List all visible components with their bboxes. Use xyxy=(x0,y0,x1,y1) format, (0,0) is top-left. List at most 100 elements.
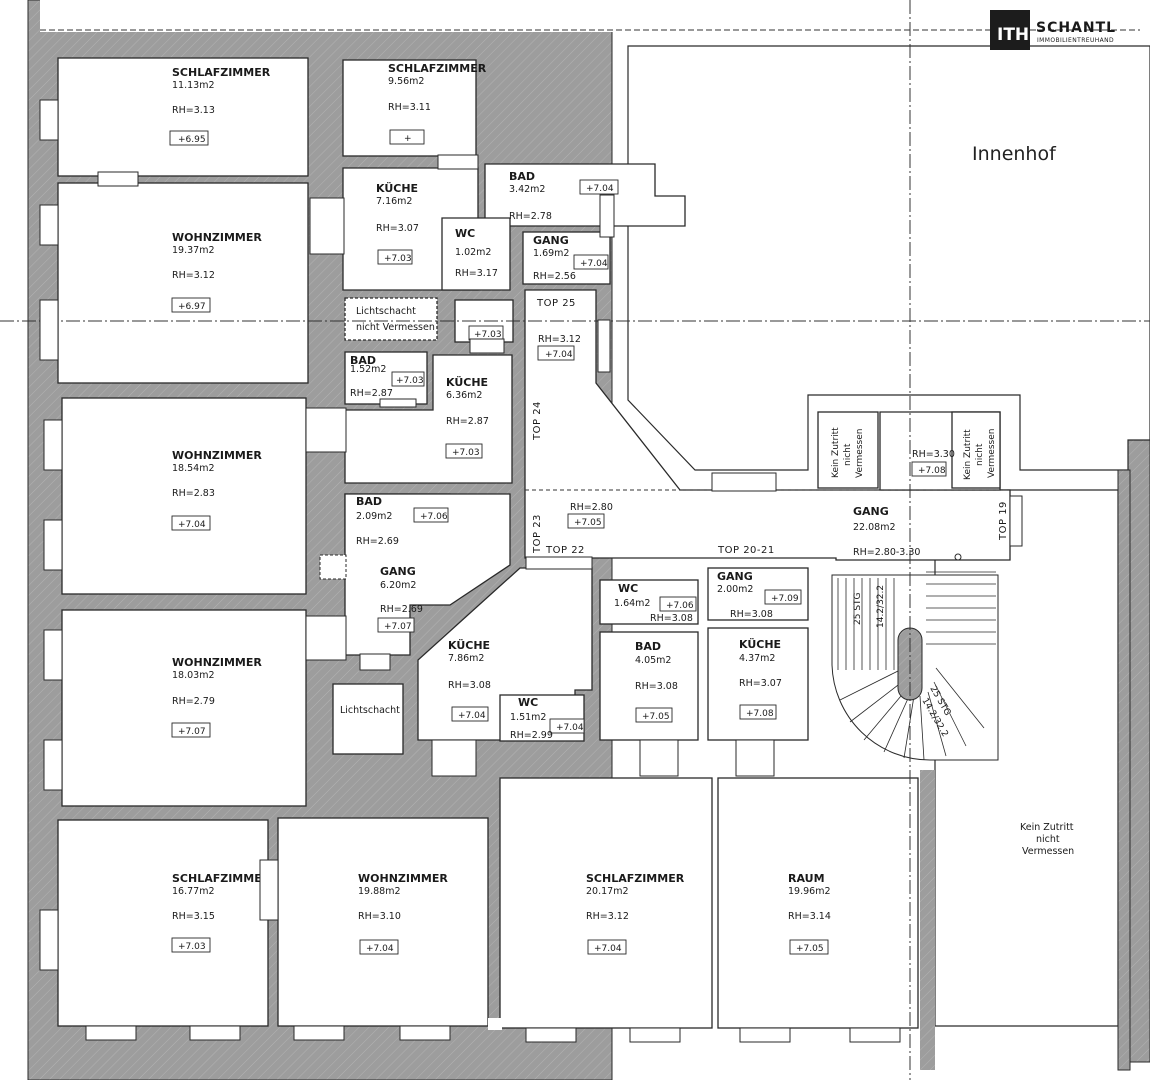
stair-count: 25 STG xyxy=(853,592,863,625)
room-level: +7.03 xyxy=(396,376,424,386)
openings xyxy=(39,99,1023,1043)
room-area: 19.88m2 xyxy=(358,886,401,897)
room-height: RH=3.15 xyxy=(172,911,215,922)
room-height: RH=3.08 xyxy=(730,609,773,620)
room-area: 2.09m2 xyxy=(356,511,392,522)
corridor-level: +7.05 xyxy=(574,518,602,528)
room-level: +7.03 xyxy=(384,254,412,264)
corridor-height: RH=3.30 xyxy=(912,449,955,460)
unit-label: TOP 25 xyxy=(536,298,576,309)
room-height: RH=3.08 xyxy=(635,681,678,692)
unit-label: TOP 24 xyxy=(532,401,543,441)
room-level: +7.05 xyxy=(796,944,824,954)
room-level: +6.97 xyxy=(178,302,206,312)
room-area: 11.13m2 xyxy=(172,80,215,91)
room-name: GANG xyxy=(717,570,753,583)
unit-labels: TOP 25 TOP 24 TOP 23 TOP 22 TOP 20-21 TO… xyxy=(532,298,1009,556)
logo-name: SCHANTL xyxy=(1036,20,1116,36)
room-name: KÜCHE xyxy=(448,638,490,652)
room-height: RH=3.14 xyxy=(788,911,831,922)
room-name: KÜCHE xyxy=(376,181,418,195)
room-name: WOHNZIMMER xyxy=(172,656,262,669)
room-area: 6.20m2 xyxy=(380,580,416,591)
room-area: 18.54m2 xyxy=(172,463,215,474)
room-name: WC xyxy=(518,696,538,709)
room-level: +7.07 xyxy=(384,622,412,632)
room-name: KÜCHE xyxy=(446,375,488,389)
room-area: 4.05m2 xyxy=(635,655,671,666)
courtyard-label: Innenhof xyxy=(972,143,1057,165)
room-level: +7.03 xyxy=(452,448,480,458)
room-level: +7.04 xyxy=(594,944,622,954)
corridor-level: +7.04 xyxy=(545,350,573,360)
room-level: +7.04 xyxy=(556,723,584,733)
room-height: RH=2.79 xyxy=(172,696,215,707)
room-area: 1.69m2 xyxy=(533,248,569,259)
room-level: +7.04 xyxy=(458,711,486,721)
room-name: BAD xyxy=(509,170,535,183)
room-area: 18.03m2 xyxy=(172,670,215,681)
staircase xyxy=(831,553,999,761)
room-level: +7.06 xyxy=(420,512,448,522)
corridor-height: RH=3.12 xyxy=(538,334,581,345)
room-level: + xyxy=(404,134,412,144)
room-name: BAD xyxy=(635,640,661,653)
room-level: +7.07 xyxy=(178,727,206,737)
room-name: GANG xyxy=(533,234,569,247)
room-area: 4.37m2 xyxy=(739,653,775,664)
no-access-label: nicht xyxy=(1036,834,1060,845)
room-height: RH=3.07 xyxy=(739,678,782,689)
room-height: RH=3.07 xyxy=(376,223,419,234)
room-name: SCHLAFZIMMER xyxy=(586,872,685,885)
room-name: WC xyxy=(455,227,475,240)
corridor-level: +7.08 xyxy=(918,466,946,476)
logo-mark-icon xyxy=(990,10,1030,50)
lichtschacht-label: Lichtschacht xyxy=(356,306,416,317)
room-area: 2.00m2 xyxy=(717,584,753,595)
room-height: RH=2.69 xyxy=(356,536,399,547)
room-name: BAD xyxy=(350,354,376,367)
unit-label: TOP 23 xyxy=(532,514,543,554)
room-name: KÜCHE xyxy=(739,637,781,651)
room-height: RH=2.87 xyxy=(350,388,393,399)
room-name: RAUM xyxy=(788,872,825,885)
room-height: RH=3.12 xyxy=(172,270,215,281)
room-level: +7.04 xyxy=(366,944,394,954)
level-boxes xyxy=(169,129,947,955)
no-access-label: nicht xyxy=(843,443,853,466)
room-height: RH=2.99 xyxy=(510,730,553,741)
room-height: RH=3.13 xyxy=(172,105,215,116)
room-level: +7.05 xyxy=(642,712,670,722)
corridor-marks: RH=3.12 +7.04 RH=2.80 +7.05 RH=3.30 +7.0… xyxy=(474,330,955,528)
no-access-label: Kein Zutritt xyxy=(963,429,973,480)
room-name: WOHNZIMMER xyxy=(172,231,262,244)
room-area: 3.42m2 xyxy=(509,184,545,195)
room-area: 9.56m2 xyxy=(388,76,424,87)
room-area: 1.52m2 xyxy=(350,364,386,375)
room-name: SCHLAFZIMMER xyxy=(388,62,487,75)
lichtschacht-label: Lichtschacht xyxy=(340,705,400,716)
room-area: 7.86m2 xyxy=(448,653,484,664)
room-height: RH=3.08 xyxy=(448,680,491,691)
room-level: +7.04 xyxy=(580,259,608,269)
no-access-label: Kein Zutritt xyxy=(1020,822,1074,833)
room-name: BAD xyxy=(356,495,382,508)
unit-label: TOP 20-21 xyxy=(717,545,775,556)
room-area: 19.37m2 xyxy=(172,245,215,256)
room-level: +7.09 xyxy=(771,594,799,604)
room-area: 22.08m2 xyxy=(853,522,896,533)
room-area: 6.36m2 xyxy=(446,390,482,401)
room-labels: SCHLAFZIMMER 11.13m2 RH=3.13 +6.95 SCHLA… xyxy=(172,62,920,954)
room-area: 16.77m2 xyxy=(172,886,215,897)
room-area: 1.64m2 xyxy=(614,598,650,609)
room-level: +6.95 xyxy=(178,135,206,145)
room-height: RH=3.11 xyxy=(388,102,431,113)
room-height: RH=3.08 xyxy=(650,613,693,624)
stair-dimension: 14.2/32.2 xyxy=(876,585,886,628)
unit-label: TOP 19 xyxy=(998,501,1009,541)
room-area: 1.02m2 xyxy=(455,247,491,258)
room-shapes xyxy=(57,57,1011,1029)
